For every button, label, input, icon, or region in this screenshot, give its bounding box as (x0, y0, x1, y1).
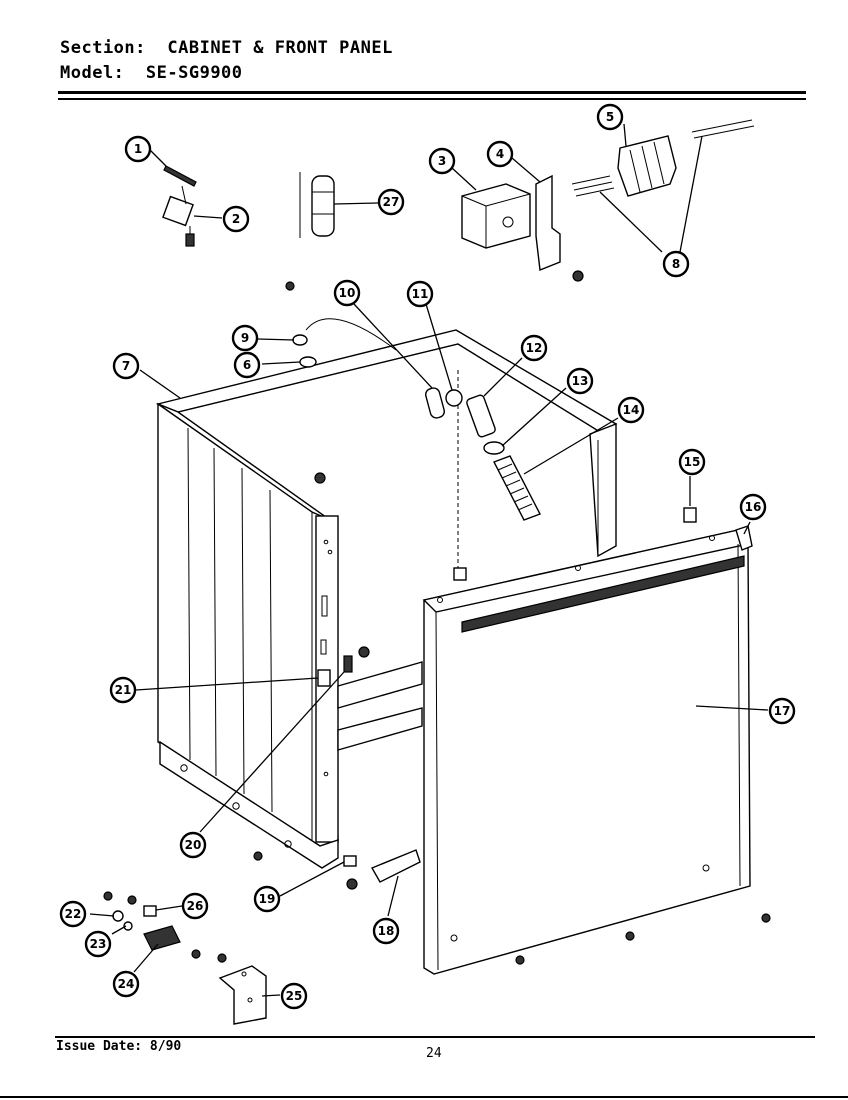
header-rule-thin (58, 98, 806, 100)
svg-text:21: 21 (115, 683, 132, 697)
svg-text:11: 11 (412, 287, 429, 301)
svg-text:20: 20 (185, 838, 202, 852)
svg-text:18: 18 (378, 924, 395, 938)
svg-text:10: 10 (339, 286, 356, 300)
svg-text:3: 3 (438, 154, 446, 168)
part-6-wire-harness (571, 119, 755, 197)
part-2-switch (162, 185, 195, 247)
front-panel (422, 525, 753, 975)
part-15-clip (453, 507, 697, 581)
callout-22: 22 (59, 900, 87, 928)
callout-15: 15 (678, 448, 706, 476)
callout-11: 11 (406, 280, 434, 308)
svg-text:9: 9 (241, 331, 249, 345)
callout-9: 9 (231, 324, 259, 352)
callout-3: 3 (428, 147, 456, 175)
part-21-plate (317, 669, 331, 687)
callout-2: 2 (222, 205, 250, 233)
callout-13: 13 (566, 367, 594, 395)
section-line: Section: CABINET & FRONT PANEL (60, 38, 393, 58)
callout-12: 12 (520, 334, 548, 362)
leader-lines (89, 123, 769, 997)
svg-text:25: 25 (286, 989, 303, 1003)
callout-27: 27 (377, 188, 405, 216)
hardware-cluster (103, 891, 227, 963)
svg-text:22: 22 (65, 907, 82, 921)
svg-text:15: 15 (684, 455, 701, 469)
part-4-bracket (535, 174, 584, 282)
cabinet-screws (253, 472, 771, 965)
svg-text:2: 2 (232, 212, 240, 226)
section-value: CABINET & FRONT PANEL (167, 38, 393, 58)
callout-23: 23 (84, 930, 112, 958)
callout-14: 14 (617, 396, 645, 424)
issue-date: Issue Date: 8/90 (56, 1039, 182, 1054)
callout-1: 1 (124, 135, 152, 163)
part-18-rail (370, 849, 421, 883)
callout-24: 24 (112, 970, 140, 998)
callout-8: 6 (233, 351, 261, 379)
callout-16: 16 (739, 493, 767, 521)
callout-17: 17 (768, 697, 796, 725)
part-20-latch (343, 655, 353, 673)
hose-loop (305, 318, 397, 351)
loose-screw (285, 281, 295, 291)
svg-text:8: 8 (672, 257, 680, 271)
svg-text:7: 7 (122, 359, 130, 373)
callout-20: 20 (179, 831, 207, 859)
callout-6-harness: 8 (662, 250, 690, 278)
callout-10: 10 (333, 279, 361, 307)
scan-edge-rule (0, 1096, 848, 1098)
part-13-clamp (483, 441, 505, 455)
svg-text:14: 14 (623, 403, 640, 417)
svg-text:6: 6 (243, 358, 251, 372)
part-14-hose (493, 455, 541, 521)
model-value: SE-SG9900 (145, 63, 243, 83)
callout-4: 4 (486, 140, 514, 168)
svg-text:19: 19 (259, 892, 276, 906)
part-19-bracket (343, 855, 357, 867)
part-9-clip (292, 334, 308, 346)
svg-text:24: 24 (118, 977, 135, 991)
callout-21: 21 (109, 676, 137, 704)
part-8-grommet (299, 356, 317, 368)
callout-18: 18 (372, 917, 400, 945)
svg-text:13: 13 (572, 374, 589, 388)
callout-7: 7 (112, 352, 140, 380)
model-line: Model: SE-SG9900 (60, 63, 243, 83)
callout-26: 26 (181, 892, 209, 920)
page-number: 24 (426, 1046, 442, 1061)
callout-5: 5 (596, 103, 624, 131)
part-25-bracket (218, 965, 267, 1025)
svg-text:12: 12 (526, 341, 543, 355)
part-11-nut (445, 389, 463, 407)
model-label: Model: (60, 63, 125, 83)
callout-19: 19 (253, 885, 281, 913)
part-3-housing (461, 183, 531, 249)
svg-text:1: 1 (134, 142, 142, 156)
svg-text:27: 27 (383, 195, 400, 209)
section-label: Section: (60, 38, 146, 58)
svg-text:17: 17 (774, 704, 791, 718)
svg-text:26: 26 (187, 899, 204, 913)
part-27-coupling (299, 172, 335, 238)
header-rule-thick (58, 91, 806, 94)
footer-rule (55, 1036, 815, 1038)
svg-text:23: 23 (90, 937, 107, 951)
part-5-terminal-block (617, 135, 677, 197)
part-12-valve (466, 394, 496, 438)
svg-text:16: 16 (745, 500, 762, 514)
part-10-fitting (425, 387, 445, 419)
svg-text:4: 4 (496, 147, 504, 161)
callout-25: 25 (280, 982, 308, 1010)
svg-text:5: 5 (606, 110, 614, 124)
part-1-lever (163, 165, 197, 187)
